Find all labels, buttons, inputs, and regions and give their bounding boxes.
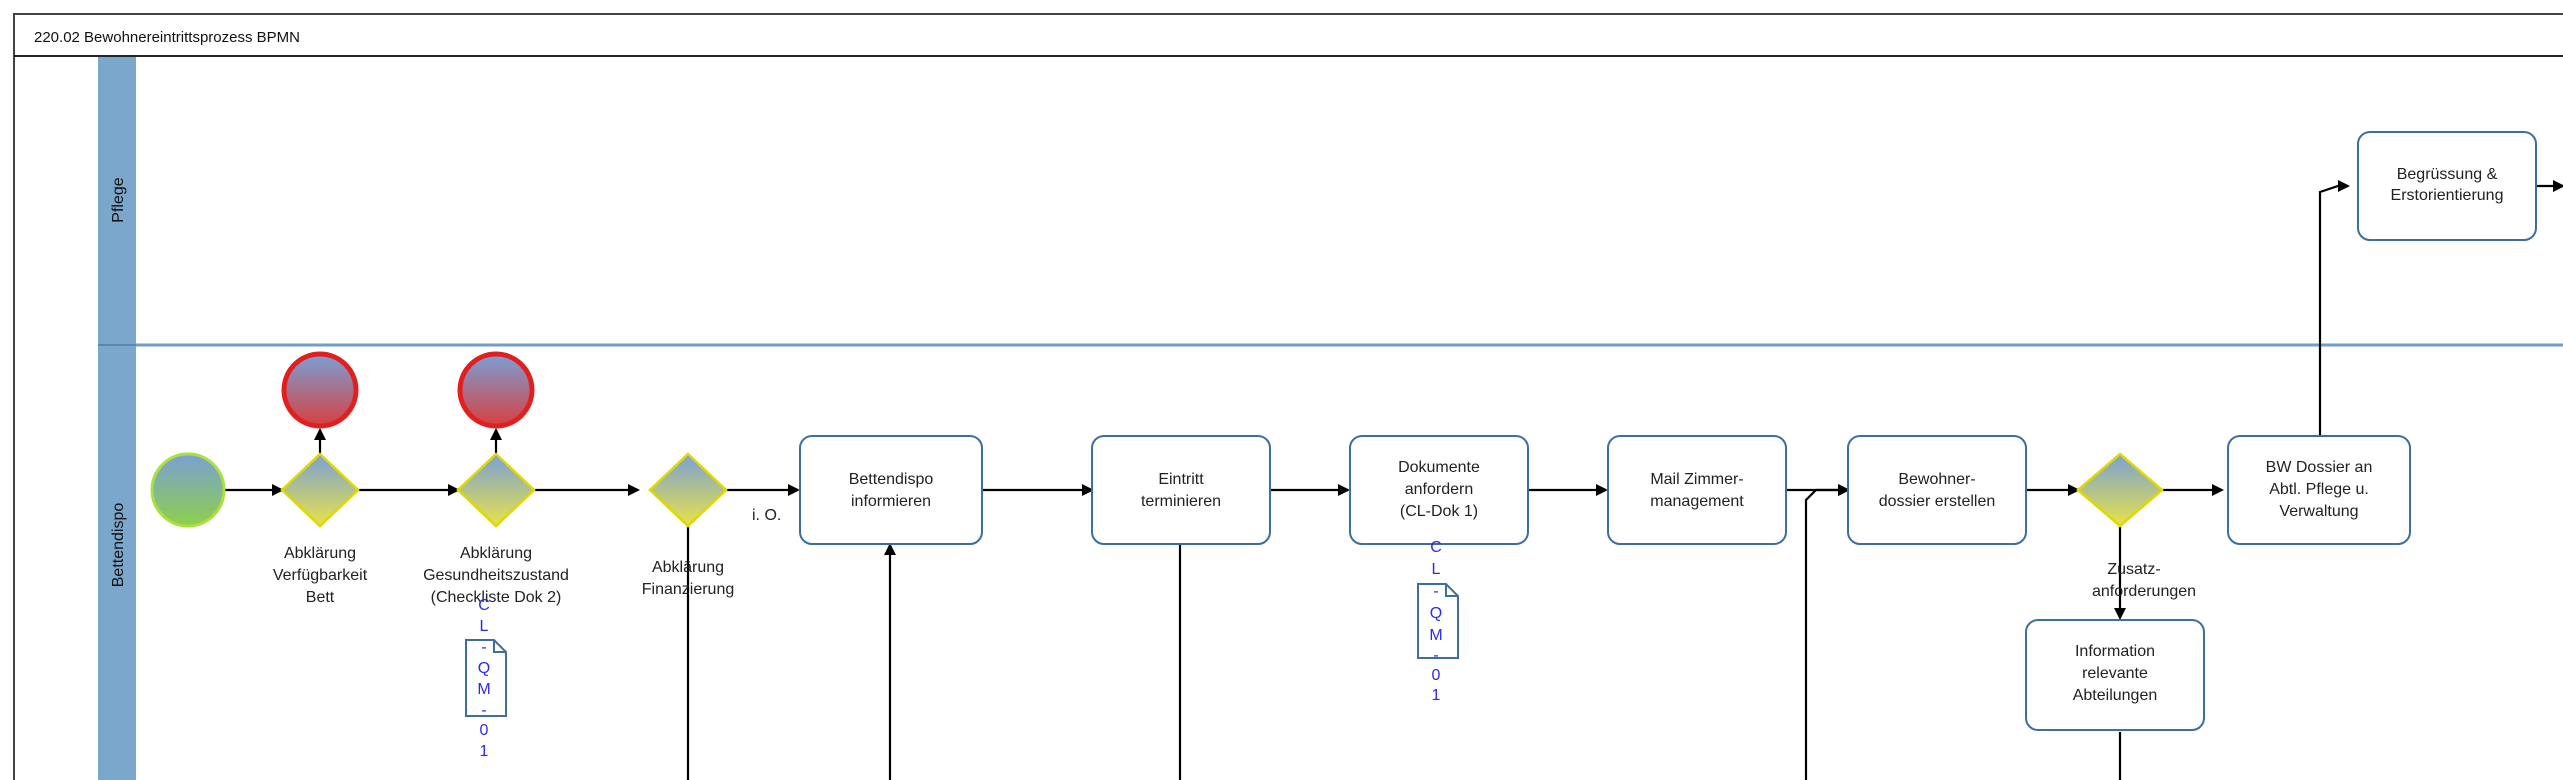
gateway-zusatz[interactable] — [2076, 452, 2164, 528]
svg-text:Bewohner-: Bewohner- — [1898, 471, 1975, 488]
svg-text:-: - — [481, 702, 486, 719]
svg-text:Verfügbarkeit: Verfügbarkeit — [273, 567, 368, 584]
svg-text:Bett: Bett — [306, 589, 335, 606]
svg-text:0: 0 — [480, 722, 489, 739]
task-dokumente-anfordern[interactable]: Dokumente anfordern (CL-Dok 1) — [1349, 435, 1529, 545]
svg-text:M: M — [477, 681, 490, 698]
svg-text:Information: Information — [2075, 643, 2155, 660]
task-bw-dossier[interactable]: BW Dossier an Abtl. Pflege u. Verwaltung — [2227, 435, 2411, 545]
gateway-label-verfuegbarkeit: Abklärung Verfügbarkeit Bett — [273, 545, 368, 606]
svg-text:L: L — [480, 618, 489, 635]
svg-text:-: - — [1433, 583, 1438, 600]
flow-label-io: i. O. — [752, 507, 781, 524]
svg-text:BW Dossier an: BW Dossier an — [2266, 459, 2373, 476]
end-event-verfuegbarkeit[interactable] — [281, 351, 359, 429]
gateway-verfuegbarkeit[interactable] — [280, 452, 360, 528]
task-information-abteilungen[interactable]: Information relevante Abteilungen — [2025, 619, 2205, 731]
flow-label-zusatz: Zusatz- anforderungen — [2092, 561, 2196, 600]
document-data-object[interactable]: C L - Q M - 0 1 — [1417, 539, 1459, 704]
start-event[interactable] — [150, 452, 226, 528]
svg-text:relevante: relevante — [2082, 665, 2148, 682]
svg-text:(Checkliste Dok 2): (Checkliste Dok 2) — [431, 589, 562, 606]
svg-text:informieren: informieren — [851, 493, 931, 510]
svg-text:-: - — [1433, 647, 1438, 664]
svg-text:M: M — [1429, 627, 1442, 644]
document-data-object[interactable]: C L - Q M - 0 1 — [465, 597, 507, 760]
svg-text:terminieren: terminieren — [1141, 493, 1221, 510]
gateway-finanzierung[interactable] — [648, 452, 728, 528]
lane-header-bar — [98, 57, 136, 780]
svg-text:Begrüssung &: Begrüssung & — [2397, 166, 2498, 183]
svg-text:Mail Zimmer-: Mail Zimmer- — [1650, 471, 1743, 488]
svg-text:Abklärung: Abklärung — [284, 545, 356, 562]
svg-text:Abklärung: Abklärung — [460, 545, 532, 562]
svg-text:dossier erstellen: dossier erstellen — [1879, 493, 1996, 510]
end-event-gesundheitszustand[interactable] — [457, 351, 535, 429]
svg-text:C: C — [1430, 539, 1442, 556]
svg-text:Erstorientierung: Erstorientierung — [2391, 187, 2504, 204]
lane-label-pflege: Pflege — [110, 177, 127, 222]
svg-text:Gesundheitszustand: Gesundheitszustand — [423, 567, 569, 584]
svg-text:Bettendispo: Bettendispo — [849, 471, 934, 488]
task-bewohnerdossier-erstellen[interactable]: Bewohner- dossier erstellen — [1847, 435, 2027, 545]
task-mail-zimmermanagement[interactable]: Mail Zimmer- management — [1607, 435, 1787, 545]
svg-text:L: L — [1432, 561, 1441, 578]
svg-text:Abtl. Pflege u.: Abtl. Pflege u. — [2269, 481, 2369, 498]
svg-text:Q: Q — [1430, 605, 1442, 622]
gateway-gesundheitszustand[interactable] — [456, 452, 536, 528]
svg-text:management: management — [1650, 493, 1744, 510]
task-eintritt-terminieren[interactable]: Eintritt terminieren — [1091, 435, 1271, 545]
svg-text:Dokumente: Dokumente — [1398, 459, 1480, 476]
svg-text:Abteilungen: Abteilungen — [2073, 687, 2158, 704]
svg-text:Abklärung: Abklärung — [652, 559, 724, 576]
svg-text:Finanzierung: Finanzierung — [642, 581, 735, 598]
svg-text:0: 0 — [1432, 667, 1441, 684]
svg-text:C: C — [478, 597, 490, 614]
svg-text:anforderungen: anforderungen — [2092, 583, 2196, 600]
svg-text:Q: Q — [478, 660, 490, 677]
gateway-label-finanzierung: Abklärung Finanzierung — [642, 559, 735, 598]
svg-text:1: 1 — [1432, 687, 1441, 704]
svg-text:anfordern: anfordern — [1405, 481, 1474, 498]
svg-text:Verwaltung: Verwaltung — [2279, 503, 2358, 520]
svg-text:1: 1 — [480, 743, 489, 760]
task-bettendispo-informieren[interactable]: Bettendispo informieren — [799, 435, 983, 545]
lane-label-bettendispo: Bettendispo — [110, 503, 127, 588]
sequence-flows — [222, 180, 2563, 780]
svg-text:(CL-Dok 1): (CL-Dok 1) — [1400, 503, 1478, 520]
gateway-label-gesundheitszustand: Abklärung Gesundheitszustand (Checkliste… — [423, 545, 569, 606]
diagram-title: 220.02 Bewohnereintrittsprozess BPMN — [34, 29, 300, 46]
svg-text:-: - — [481, 639, 486, 656]
svg-text:Zusatz-: Zusatz- — [2107, 561, 2160, 578]
svg-text:Eintritt: Eintritt — [1158, 471, 1204, 488]
task-begruessung[interactable]: Begrüssung & Erstorientierung — [2357, 131, 2537, 241]
